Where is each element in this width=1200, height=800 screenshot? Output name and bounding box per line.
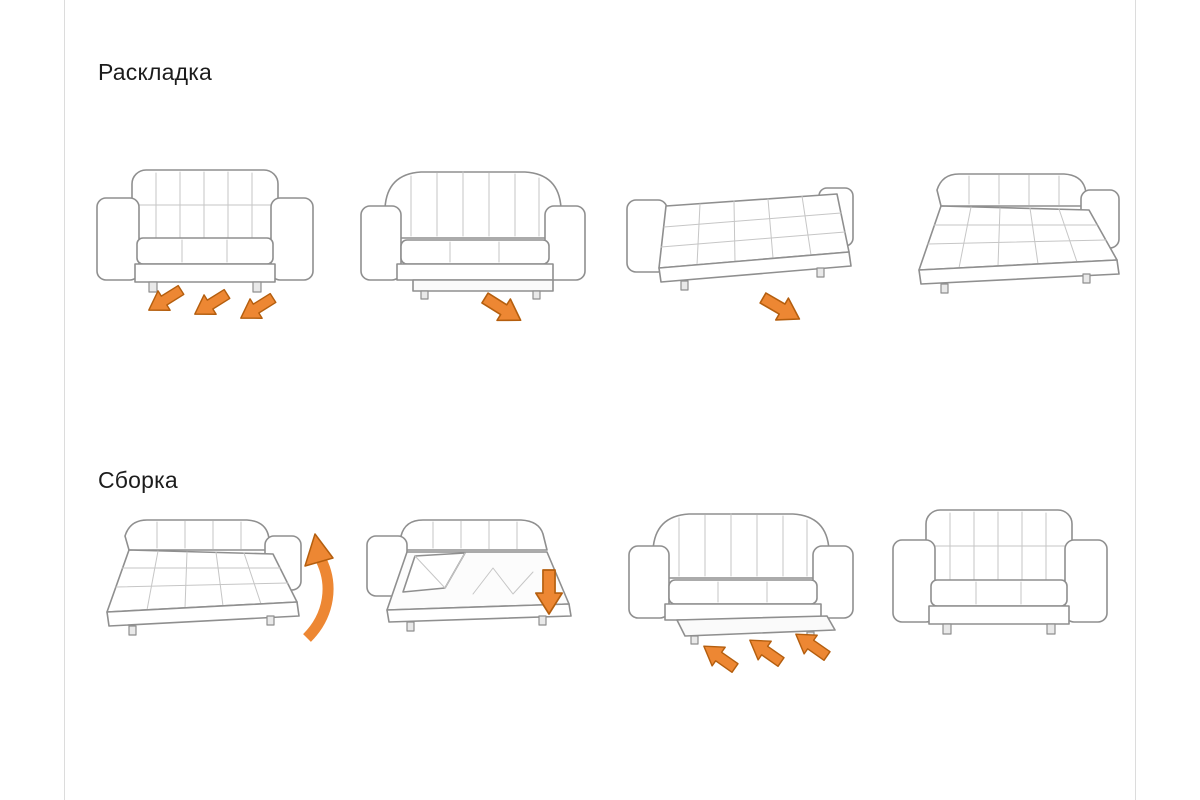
section-title-fold: Сборка (98, 467, 178, 494)
unfold-step-3-illustration (611, 148, 871, 348)
pull-out-arrow-icon (481, 292, 522, 322)
fold-step-4-illustration (879, 492, 1139, 692)
bed-curved-arrow-up-icon (106, 519, 334, 642)
fold-step-2-illustration (343, 492, 603, 692)
pull-out-arrow-icon (759, 292, 801, 321)
fold-step-1-illustration (75, 492, 335, 692)
unfold-step-4-illustration (879, 148, 1139, 348)
section-title-unfold: Раскладка (98, 59, 212, 86)
sofa-backrest-unfolding-icon (626, 187, 854, 321)
unfold-steps-row (75, 148, 1135, 348)
unfold-step-1-illustration (75, 148, 335, 348)
fold-steps-row (75, 492, 1135, 692)
sofa-closed-icon (892, 509, 1108, 635)
bed-fully-open-icon (918, 173, 1120, 294)
lift-curved-arrow-icon (302, 533, 334, 642)
page-edge-left (64, 0, 65, 800)
sofa-closed-three-arrows-icon (96, 169, 314, 319)
unfold-step-2-illustration (343, 148, 603, 348)
bed-folding-arrow-down-icon (366, 519, 572, 632)
fold-step-3-illustration (611, 492, 871, 692)
sofa-arrows-push-in-icon (628, 513, 854, 673)
sofa-seat-extended-arrow-icon (360, 171, 586, 322)
page-edge-right (1135, 0, 1136, 800)
push-down-arrow-icon (534, 569, 564, 615)
push-in-arrows-icon (703, 633, 831, 673)
pull-out-arrows-icon (148, 284, 277, 319)
